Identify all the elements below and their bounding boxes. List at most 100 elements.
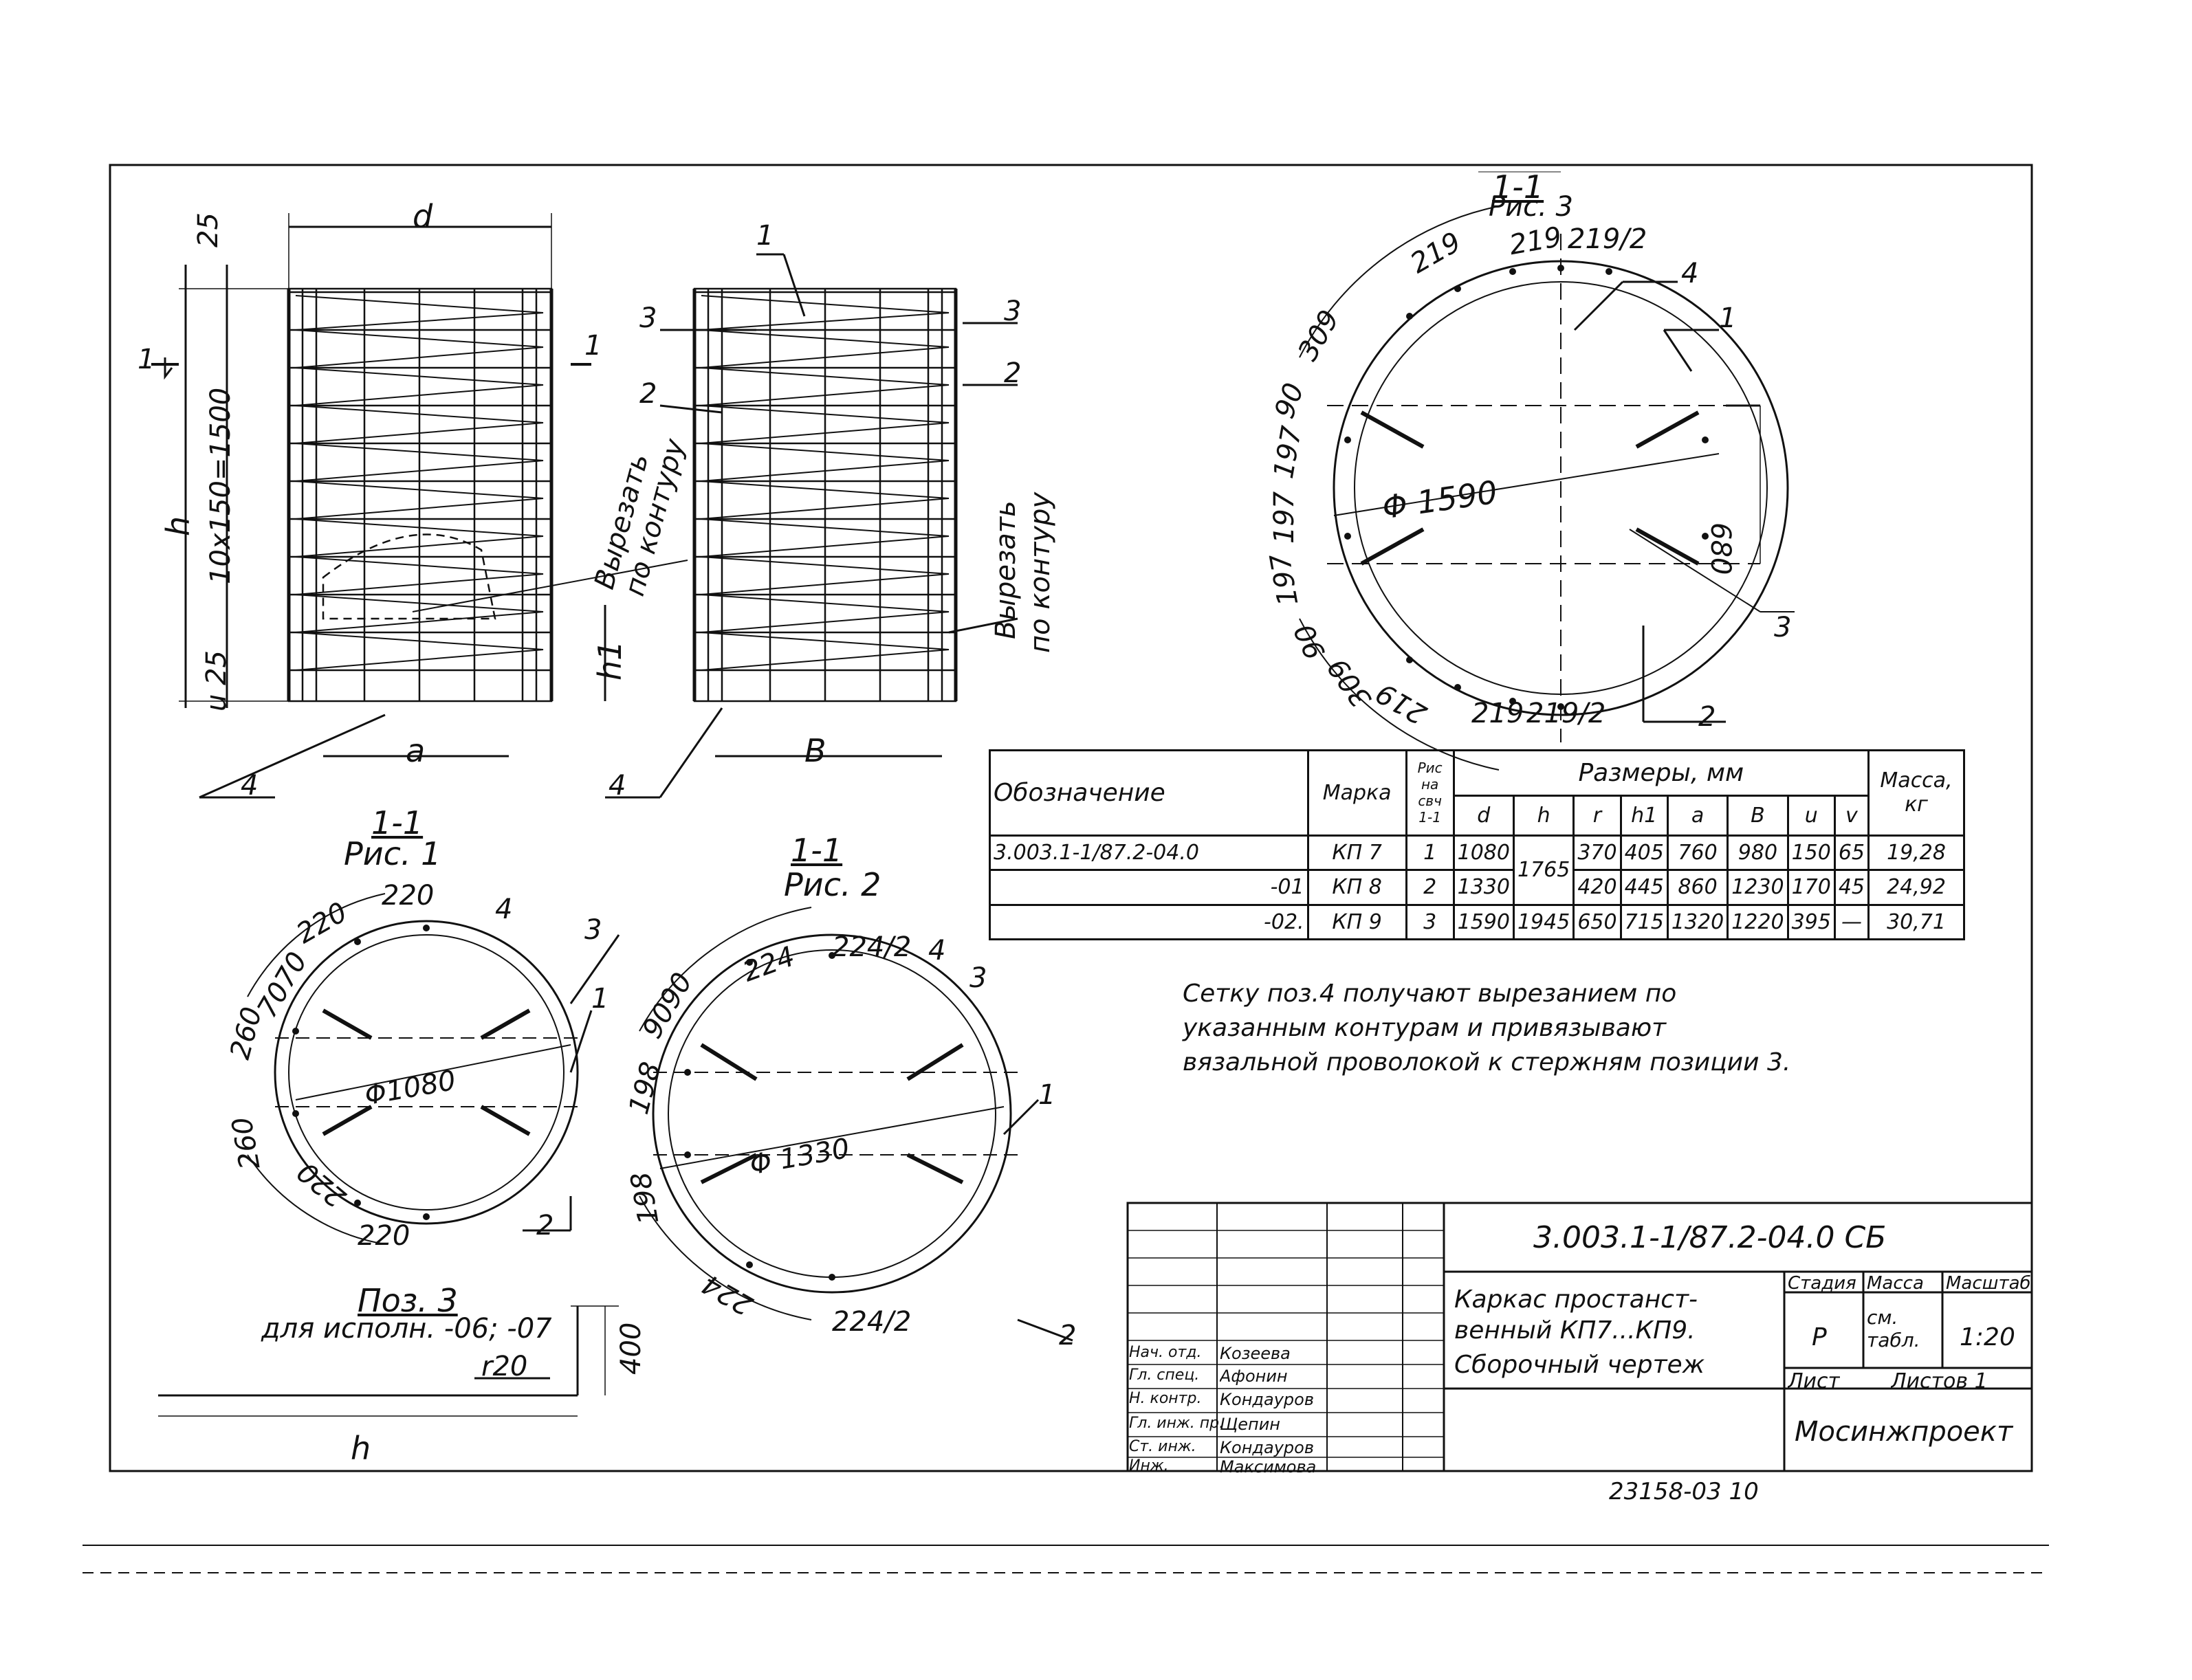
dim-680-label: 680 — [1705, 522, 1736, 575]
pos1-label-ring2: 1 — [1038, 1079, 1056, 1111]
view3-title: 1-1 — [1492, 168, 1544, 206]
role-5: Инж. — [1129, 1457, 1169, 1474]
title-block-name-1: Каркас простанст- — [1454, 1285, 1698, 1314]
view2-title: 1-1 — [791, 832, 843, 869]
spec-cell-r: 650 — [1572, 903, 1622, 941]
spec-cell-h: 1945 — [1512, 903, 1575, 941]
spec-cell-mark: КП 7 — [1306, 834, 1407, 872]
name-3: Щепин — [1220, 1415, 1280, 1434]
spec-cell-b: 1230 — [1727, 869, 1789, 906]
spec-cell-a: 860 — [1666, 869, 1729, 906]
spec-row: 3.003.1-1/87.2-04.0 КП 7 1 1080 1765 370… — [989, 834, 1965, 906]
title-block-sheet-label: Лист — [1788, 1369, 1841, 1393]
dim-400-label: 400 — [615, 1322, 647, 1375]
spec-cell-h1: 715 — [1619, 903, 1669, 941]
spec-header-row: Обозначение Марка Рис на свч 1-1 Размеры… — [989, 749, 1965, 837]
spec-cell-designation: 3.003.1-1/87.2-04.0 — [989, 834, 1309, 872]
ring-fig2 — [652, 933, 1018, 1294]
spec-cell-mass: 30,71 — [1867, 903, 1965, 941]
section-arrow-left: 1 — [138, 344, 155, 375]
spec-cell-d: 1590 — [1452, 903, 1515, 941]
name-4: Кондауров — [1220, 1438, 1314, 1457]
dim-h-bottom-label: h — [351, 1430, 371, 1467]
pos3-label-ring2: 3 — [969, 962, 987, 994]
spec-sub-d: d — [1452, 794, 1515, 837]
title-block-stage-value: Р — [1812, 1323, 1827, 1351]
spec-cell-designation: -01 — [989, 869, 1309, 906]
spec-row: -02. КП 9 3 1590 1945 650 715 1320 1220 … — [989, 903, 1965, 941]
spec-subheader-row: d h r h1 a В u v — [990, 794, 1964, 837]
spec-cell-u: 150 — [1786, 834, 1836, 872]
role-3: Гл. инж. пр. — [1129, 1415, 1225, 1432]
name-2: Кондауров — [1220, 1390, 1314, 1409]
role-2: Н. контр. — [1129, 1390, 1202, 1407]
pos2-label-fig2: 2 — [1004, 357, 1022, 389]
pos4-label-fig3: 4 — [1681, 258, 1699, 289]
spec-cell-h1: 405 — [1619, 834, 1669, 872]
ring-fig1 — [274, 920, 579, 1225]
pos3-label-fig2: 3 — [1004, 296, 1022, 327]
view3-subtitle: Рис. 3 — [1489, 191, 1573, 223]
spec-cell-d: 1330 — [1452, 869, 1515, 906]
spec-cell-designation: -02. — [989, 903, 1309, 941]
spec-cell-fig: 1 — [1405, 834, 1455, 872]
ring-fig3 — [1327, 234, 1795, 742]
spec-sub-b: В — [1727, 794, 1789, 837]
spec-header-mark: Марка — [1306, 749, 1407, 837]
spec-cell-r: 420 — [1572, 869, 1622, 906]
name-0: Козеева — [1220, 1344, 1291, 1363]
pos2-label-ring1: 2 — [536, 1210, 554, 1241]
title-block-doc-code: 3.003.1-1/87.2-04.0 СБ — [1533, 1220, 1887, 1255]
cut-note-2b: по контуру — [1024, 491, 1056, 653]
spec-sub-r: r — [1572, 794, 1622, 837]
dim-h1-label: h1 — [591, 640, 628, 681]
title-block-org: Мосинжпроект — [1795, 1416, 2013, 1448]
spec-cell-fig: 3 — [1405, 903, 1455, 941]
spec-sub-h1: h1 — [1619, 794, 1669, 837]
pos1-label-ring1: 1 — [591, 983, 609, 1015]
pos4-label-ring2: 4 — [928, 935, 946, 966]
note-line-2: указанным контурам и привязывают — [1183, 1014, 1667, 1042]
pos4-label-fig1: 4 — [241, 770, 259, 802]
title-block-name-3: Сборочный чертеж — [1454, 1351, 1705, 1379]
pos3-label-fig3: 3 — [1774, 612, 1792, 643]
dim-r20-label: r20 — [481, 1351, 528, 1382]
pos1-label-fig2: 1 — [756, 220, 774, 252]
title-block-sheets-label: Листов 1 — [1891, 1369, 1988, 1393]
pos4-label-ring1: 4 — [495, 894, 513, 925]
dim-25-label: 25 — [193, 212, 224, 247]
name-1: Афонин — [1220, 1367, 1288, 1386]
pos3-title: Поз. 3 — [358, 1282, 458, 1319]
spec-sub-h: h — [1512, 794, 1575, 837]
spec-header-fig: Рис на свч 1-1 — [1405, 749, 1455, 837]
spec-cell-v: 45 — [1833, 869, 1870, 906]
view1-title: 1-1 — [371, 804, 424, 841]
spec-cell-u: 170 — [1786, 869, 1836, 906]
spec-cell-fig: 2 — [1405, 869, 1455, 906]
note-line-1: Сетку поз.4 получают вырезанием по — [1183, 980, 1677, 1008]
ring-fig2-dots — [684, 952, 835, 1281]
mesh-fig1 — [287, 287, 554, 703]
dim-u25-label: u 25 — [201, 650, 232, 711]
role-4: Ст. инж. — [1129, 1438, 1196, 1455]
spec-cell-b: 1220 — [1727, 903, 1789, 941]
pos3-subtitle: для исполн. -06; -07 — [261, 1313, 552, 1345]
spec-cell-a: 1320 — [1666, 903, 1729, 941]
pos3-label-fig2-left: 3 — [639, 302, 657, 334]
role-0: Нач. отд. — [1129, 1344, 1202, 1361]
arc-219-2-label-top: 219/2 — [1568, 223, 1647, 255]
spec-cell-b: 980 — [1727, 834, 1789, 872]
footer-number: 23158-03 10 — [1609, 1478, 1759, 1505]
arc-220-label-a: 220 — [382, 880, 435, 911]
spec-cell-v: — — [1833, 903, 1870, 941]
title-block-scale-header: Масштаб — [1946, 1273, 2031, 1294]
name-5: Максимова — [1220, 1457, 1317, 1477]
spec-sub-u: u — [1786, 794, 1836, 837]
arc-197-label-b: 197 — [1269, 491, 1301, 544]
note-line-3: вязальной проволокой к стержням позиции … — [1183, 1048, 1791, 1076]
ring-fig3-dots — [1344, 265, 1709, 710]
spec-cell-h: 1765 — [1512, 834, 1575, 906]
dim-b-label: В — [804, 732, 826, 769]
